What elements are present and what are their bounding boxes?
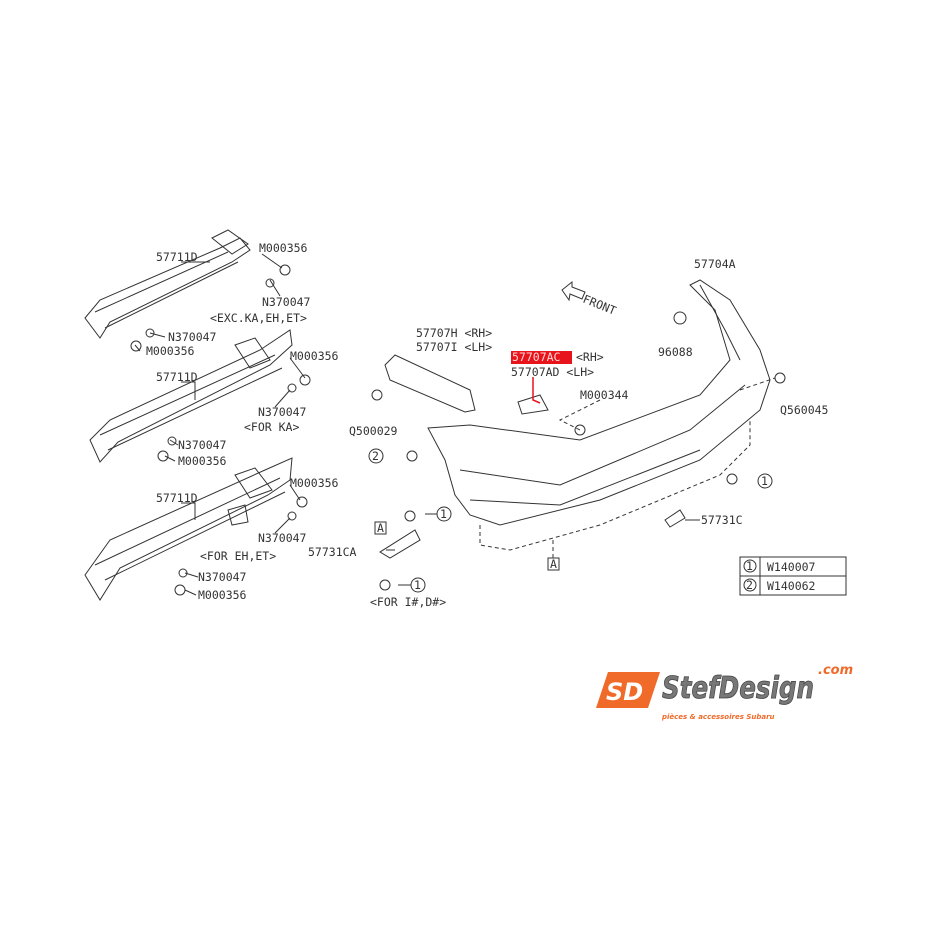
part-number: 57707AD <LH> bbox=[511, 365, 594, 379]
ref-circle-1: 1 bbox=[440, 507, 447, 521]
part-number: 57711D bbox=[156, 491, 198, 505]
fasteners bbox=[130, 264, 786, 596]
variant-note: <FOR I#,D#> bbox=[370, 595, 446, 609]
front-arrow: FRONT bbox=[561, 280, 618, 318]
logo-mark-text: SD bbox=[606, 678, 643, 706]
ref-circle-1: 1 bbox=[414, 578, 421, 592]
ref-circle-2: 2 bbox=[372, 449, 379, 463]
part-number: Q500029 bbox=[349, 424, 398, 438]
fastener-legend: 1 W140007 2 W140062 bbox=[739, 556, 847, 596]
part-number: M000356 bbox=[290, 476, 339, 490]
variant-note: <FOR KA> bbox=[244, 420, 299, 434]
stefdesign-logo[interactable]: SD StefDesign .com pièces & accessoires … bbox=[596, 663, 853, 721]
rear-beam-ka bbox=[89, 329, 293, 463]
highlighted-part-number[interactable]: 57707AC bbox=[512, 350, 561, 364]
ref-circle-1: 1 bbox=[761, 474, 768, 488]
part-number: N370047 bbox=[198, 570, 247, 584]
highlight-box bbox=[511, 351, 572, 364]
dashed-outline bbox=[479, 377, 776, 558]
legend-mark: 2 bbox=[746, 578, 753, 592]
part-number: 57707I <LH> bbox=[416, 340, 492, 354]
rear-beam-eh-et bbox=[84, 457, 293, 601]
part-number: N370047 bbox=[258, 531, 307, 545]
legend-code: W140062 bbox=[767, 579, 815, 593]
legend-mark: 1 bbox=[746, 559, 753, 573]
logo-name: StefDesign bbox=[662, 671, 814, 706]
part-number: 57731CA bbox=[308, 545, 357, 559]
reference-marks: 2 1 1 1 A A bbox=[368, 448, 773, 593]
part-number: M000356 bbox=[259, 241, 308, 255]
logo-tld: .com bbox=[818, 663, 853, 678]
highlight-leader bbox=[532, 377, 541, 404]
part-number: M000344 bbox=[580, 388, 629, 402]
part-number: M000356 bbox=[290, 349, 339, 363]
part-number: 57711D bbox=[156, 250, 198, 264]
front-label: FRONT bbox=[581, 292, 618, 318]
bumper-molding-lower bbox=[379, 529, 421, 559]
part-number: M000356 bbox=[146, 344, 195, 358]
rear-bumper-cover bbox=[427, 279, 771, 526]
part-number: N370047 bbox=[258, 405, 307, 419]
variant-note: <FOR EH,ET> bbox=[200, 549, 276, 563]
part-labels: 57711D M000356 N370047 <EXC.KA,EH,ET> N3… bbox=[146, 241, 828, 609]
part-number: N370047 bbox=[168, 330, 217, 344]
leader-lines-left bbox=[134, 253, 306, 596]
legend-code: W140007 bbox=[767, 560, 816, 574]
logo-tagline: pièces & accessoires Subaru bbox=[661, 713, 775, 721]
part-number: 57731C bbox=[701, 513, 743, 527]
logo-mark bbox=[596, 672, 660, 708]
part-number: N370047 bbox=[178, 438, 227, 452]
part-number: 57704A bbox=[694, 257, 736, 271]
ref-box-a: A bbox=[550, 557, 557, 571]
ref-box-a: A bbox=[377, 521, 384, 535]
part-number: 57711D bbox=[156, 370, 198, 384]
part-number: M000356 bbox=[178, 454, 227, 468]
part-number: 57707H <RH> bbox=[416, 326, 492, 340]
bumper-side-bracket bbox=[384, 354, 476, 413]
part-number: 96088 bbox=[658, 345, 693, 359]
part-number: Q560045 bbox=[780, 403, 828, 417]
reflector bbox=[664, 509, 686, 528]
variant-note: <EXC.KA,EH,ET> bbox=[210, 311, 307, 325]
part-number: M000356 bbox=[198, 588, 247, 602]
part-number: N370047 bbox=[262, 295, 311, 309]
part-side: <RH> bbox=[576, 350, 604, 364]
